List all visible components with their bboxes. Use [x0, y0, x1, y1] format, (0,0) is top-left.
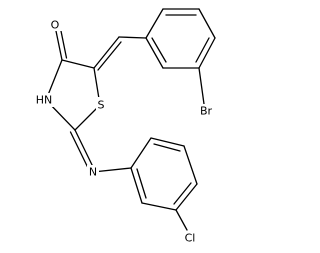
svg-text:Cl: Cl	[185, 232, 196, 245]
carbonyl-double-bond	[55, 30, 68, 61]
svg-text:HN: HN	[36, 94, 53, 107]
bond-ch-aryl	[118, 36, 147, 39]
bond-c4-c5	[61, 59, 95, 69]
bond-s1-c2	[74, 104, 101, 131]
bromophenyl-ring	[145, 8, 216, 69]
exocyclic-double-bond	[93, 36, 122, 71]
atom-nh: HN	[34, 93, 55, 107]
atom-oxygen: O	[49, 17, 62, 32]
svg-text:Br: Br	[200, 105, 213, 118]
chemical-structure: O HN S N Br Cl	[34, 8, 217, 245]
svg-text:S: S	[98, 99, 105, 112]
bond-n-aryl	[92, 167, 132, 173]
bond-c-br	[198, 67, 205, 105]
atom-chlorine: Cl	[181, 231, 199, 245]
svg-text:N: N	[89, 166, 97, 179]
svg-text:O: O	[51, 19, 60, 32]
atom-bromine: Br	[196, 104, 217, 118]
atom-sulfur: S	[96, 97, 107, 112]
atom-imine-nitrogen: N	[87, 165, 99, 179]
bond-c-cl	[175, 209, 188, 231]
chlorophenyl-ring	[130, 137, 198, 211]
